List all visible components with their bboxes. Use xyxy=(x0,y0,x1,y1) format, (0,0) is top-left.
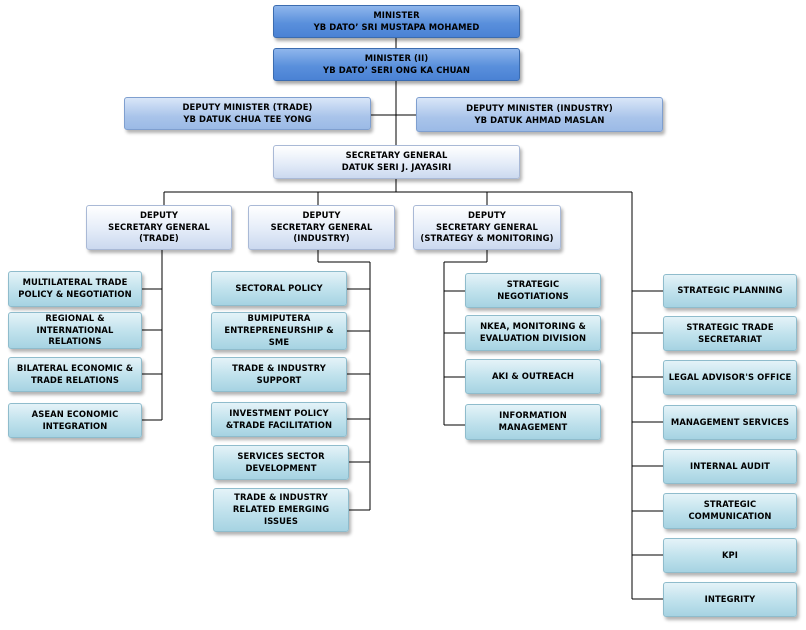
minister-box: MINISTER YB DATO’ SRI MUSTAPA MOHAMED xyxy=(273,5,520,38)
industry-unit-box: INVESTMENT POLICY &TRADE FACILITATION xyxy=(211,402,347,437)
strategy-unit-box: NKEA, MONITORING & EVALUATION DIVISION xyxy=(465,315,601,351)
industry-unit-box: BUMIPUTERA ENTREPRENEURSHIP & SME xyxy=(211,312,347,350)
secgen-unit-box: MANAGEMENT SERVICES xyxy=(663,405,797,440)
dsg-strategy-box: DEPUTY SECRETARY GENERAL (STRATEGY & MON… xyxy=(413,205,561,250)
secgen-unit-box: KPI xyxy=(663,538,797,573)
dsg-trade-box: DEPUTY SECRETARY GENERAL (TRADE) xyxy=(86,205,232,250)
secgen-unit-box: STRATEGIC COMMUNICATION xyxy=(663,493,797,529)
secgen-unit-box: INTERNAL AUDIT xyxy=(663,449,797,484)
minister-ii-box: MINISTER (II) YB DATO’ SERI ONG KA CHUAN xyxy=(273,48,520,81)
deputy-minister-industry-title: DEPUTY MINISTER (INDUSTRY) xyxy=(466,102,613,113)
secgen-unit-box: STRATEGIC PLANNING xyxy=(663,274,797,308)
industry-unit-box: TRADE & INDUSTRY SUPPORT xyxy=(211,357,347,392)
deputy-minister-industry-name: YB DATUK AHMAD MASLAN xyxy=(474,114,605,125)
minister-ii-name: YB DATO’ SERI ONG KA CHUAN xyxy=(323,64,470,75)
trade-unit-box: MULTILATERAL TRADE POLICY & NEGOTIATION xyxy=(8,271,142,307)
trade-unit-box: BILATERAL ECONOMIC & TRADE RELATIONS xyxy=(8,357,142,392)
strategy-unit-box: AKI & OUTREACH xyxy=(465,359,601,394)
secgen-unit-box: STRATEGIC TRADE SECRETARIAT xyxy=(663,316,797,351)
deputy-minister-trade-box: DEPUTY MINISTER (TRADE) YB DATUK CHUA TE… xyxy=(124,97,371,130)
secretary-general-box: SECRETARY GENERAL DATUK SERI J. JAYASIRI xyxy=(273,145,520,179)
secretary-general-name: DATUK SERI J. JAYASIRI xyxy=(341,162,452,172)
industry-unit-box: SECTORAL POLICY xyxy=(211,271,347,306)
trade-unit-box: ASEAN ECONOMIC INTEGRATION xyxy=(8,403,142,438)
strategy-unit-box: STRATEGIC NEGOTIATIONS xyxy=(465,273,601,308)
dsg-industry-box: DEPUTY SECRETARY GENERAL (INDUSTRY) xyxy=(248,205,395,250)
secgen-unit-box: INTEGRITY xyxy=(663,582,797,617)
secgen-unit-box: LEGAL ADVISOR'S OFFICE xyxy=(663,360,797,395)
industry-unit-box: TRADE & INDUSTRY RELATED EMERGING ISSUES xyxy=(213,488,349,532)
deputy-minister-industry-box: DEPUTY MINISTER (INDUSTRY) YB DATUK AHMA… xyxy=(416,97,663,132)
strategy-unit-box: INFORMATION MANAGEMENT xyxy=(465,404,601,440)
minister-name: YB DATO’ SRI MUSTAPA MOHAMED xyxy=(313,21,480,32)
deputy-minister-trade-name: YB DATUK CHUA TEE YONG xyxy=(183,113,312,124)
deputy-minister-trade-title: DEPUTY MINISTER (TRADE) xyxy=(182,101,313,112)
minister-title: MINISTER xyxy=(373,9,420,20)
secretary-general-title: SECRETARY GENERAL xyxy=(345,150,448,161)
industry-unit-box: SERVICES SECTOR DEVELOPMENT xyxy=(213,445,349,480)
trade-unit-box: REGIONAL & INTERNATIONAL RELATIONS xyxy=(8,312,142,349)
minister-ii-title: MINISTER (II) xyxy=(364,52,429,63)
